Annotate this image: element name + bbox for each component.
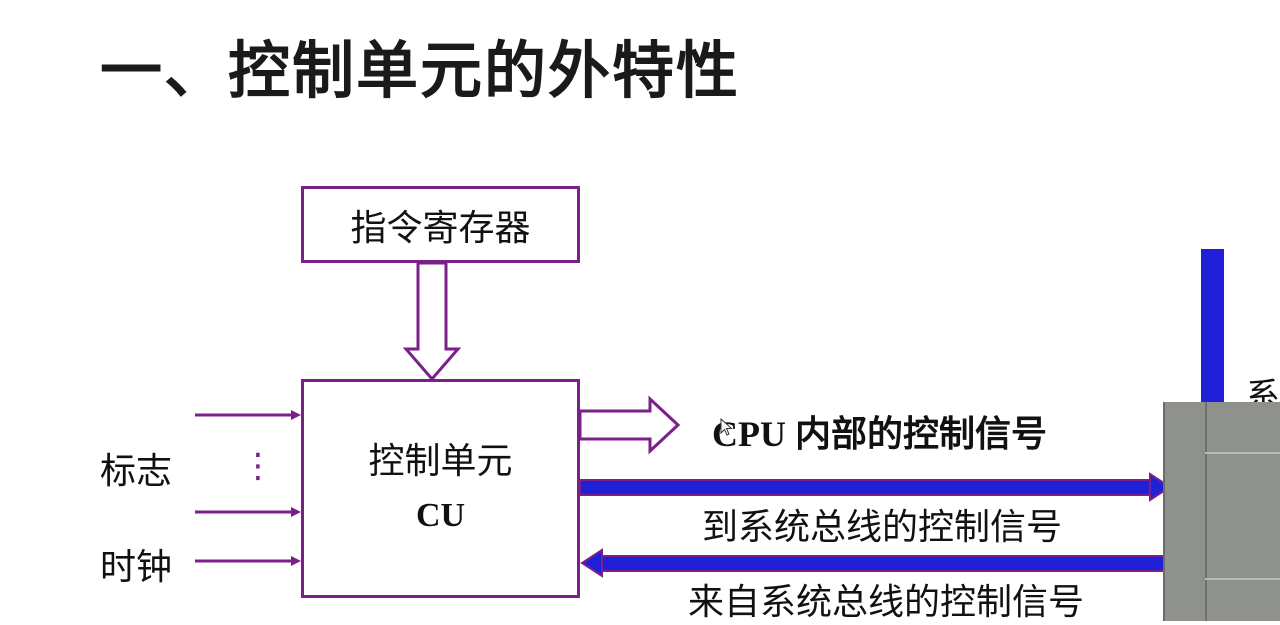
instruction-register-box: 指令寄存器	[301, 186, 580, 263]
to-bus-arrowhead	[1149, 472, 1172, 502]
system-bus-panel	[1163, 402, 1280, 621]
control-unit-abbr: CU	[415, 496, 466, 534]
flags-ellipsis: ⋮	[241, 446, 275, 486]
panel-divider-2	[1205, 578, 1280, 580]
from-bus-signal-label: 来自系统总线的控制信号	[688, 582, 1085, 623]
ir-to-cu-arrow	[402, 261, 462, 382]
page-title: 一、控制单元的外特性	[100, 34, 741, 107]
control-unit-box: 控制单元 CU	[301, 379, 580, 598]
mouse-cursor-icon	[720, 418, 733, 436]
panel-divider-1	[1205, 452, 1280, 454]
system-bus-post	[1201, 249, 1224, 402]
clock-label: 时钟	[100, 547, 173, 588]
instruction-register-label: 指令寄存器	[350, 207, 531, 249]
control-unit-label: 控制单元	[368, 440, 513, 482]
from-bus-arrow-shaft	[599, 555, 1166, 572]
from-bus-arrowhead	[580, 548, 603, 578]
flags-label: 标志	[100, 451, 173, 492]
cpu-internal-signal-label: CPU 内部的控制信号	[712, 414, 1047, 454]
cu-to-cpu-arrow	[578, 395, 681, 455]
flag-input-arrowhead-1	[291, 410, 301, 420]
clock-input-arrowhead	[291, 556, 301, 566]
to-bus-arrow-shaft	[579, 479, 1153, 496]
panel-divider-vertical	[1205, 402, 1207, 621]
flag-input-arrowhead-2	[291, 507, 301, 517]
to-bus-signal-label: 到系统总线的控制信号	[702, 507, 1063, 548]
